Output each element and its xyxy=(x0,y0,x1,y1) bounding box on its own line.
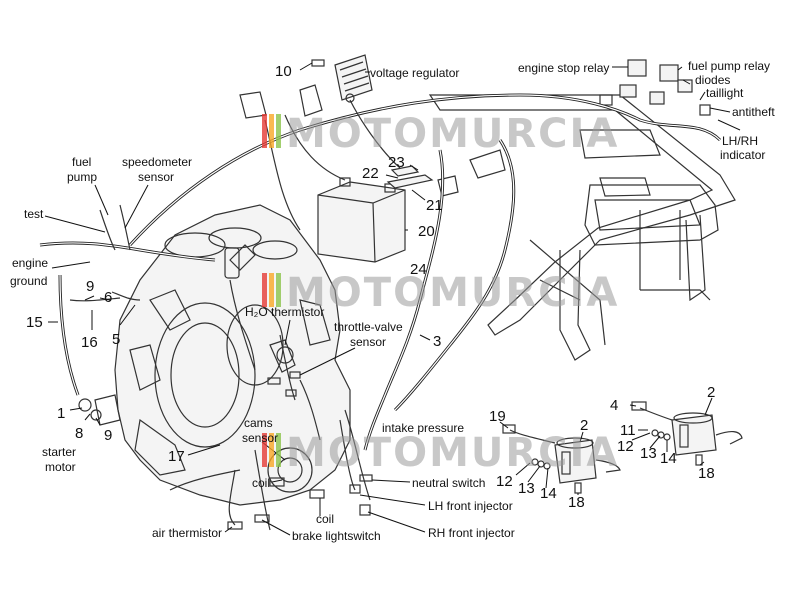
label-fuel-pump-relay: fuel pump relay xyxy=(688,59,770,73)
part-number-17: 17 xyxy=(168,448,185,465)
part-number-3: 3 xyxy=(433,333,441,350)
part-number-12-left: 12 xyxy=(496,473,513,490)
watermark-2: MOTOMURCIA xyxy=(262,270,619,316)
wiring-harness xyxy=(39,93,722,531)
part-labels: voltage regulator engine stop relay fuel… xyxy=(10,59,775,543)
watermark-text: MOTOMURCIA xyxy=(286,111,619,157)
engine-block xyxy=(78,204,351,506)
label-lh-rh: LH/RH xyxy=(722,134,758,148)
label-antitheft: antitheft xyxy=(732,105,775,119)
label-speedometer: speedometer xyxy=(122,155,192,169)
label-intake-pressure: intake pressure xyxy=(382,421,464,435)
label-pump: pump xyxy=(67,170,97,184)
label-cams: cams xyxy=(244,416,273,430)
watermark-stripe xyxy=(269,433,274,467)
label-taillight: taillight xyxy=(706,86,744,100)
part-number-14-right: 14 xyxy=(660,450,677,467)
part-number-21: 21 xyxy=(426,197,443,214)
label-starter: starter xyxy=(42,445,76,459)
watermark-stripe xyxy=(276,433,281,467)
part-number-1: 1 xyxy=(57,405,65,422)
label-engine-stop-relay: engine stop relay xyxy=(518,61,609,75)
watermark-stripe xyxy=(262,114,267,148)
label-h2o-thermistor: H₂O thermistor xyxy=(245,305,324,319)
ignition-coil-left xyxy=(502,424,621,494)
label-sensor: sensor xyxy=(138,170,174,184)
part-number-10: 10 xyxy=(275,63,292,80)
label-brake-lightswitch: brake lightswitch xyxy=(292,529,381,543)
part-number-2-left: 2 xyxy=(580,417,588,434)
part-number-4: 4 xyxy=(610,397,618,414)
part-number-20: 20 xyxy=(418,223,435,240)
label-cams-sensor: sensor xyxy=(242,431,278,445)
part-number-13-left: 13 xyxy=(518,480,535,497)
watermark-text: MOTOMURCIA xyxy=(286,270,619,316)
part-numbers: 10 23 22 21 20 24 9 6 15 16 5 3 1 8 9 17… xyxy=(26,63,715,511)
label-fuel: fuel xyxy=(72,155,91,169)
watermark-stripe xyxy=(269,273,274,307)
part-number-5: 5 xyxy=(112,331,120,348)
part-number-16: 16 xyxy=(81,334,98,351)
part-number-8: 8 xyxy=(75,425,83,442)
label-ground: ground xyxy=(10,274,47,288)
part-number-2-right: 2 xyxy=(707,384,715,401)
battery xyxy=(317,177,406,263)
part-number-6: 6 xyxy=(104,289,112,306)
part-number-24: 24 xyxy=(410,261,427,278)
part-number-13-right: 13 xyxy=(640,445,657,462)
label-voltage-regulator: voltage regulator xyxy=(370,66,459,80)
watermark-stripe xyxy=(262,273,267,307)
label-coil-b: coil xyxy=(316,512,334,526)
watermark-stripe xyxy=(269,114,274,148)
watermark-stripe xyxy=(262,433,267,467)
voltage-regulator xyxy=(239,54,373,119)
ignition-coil-right xyxy=(631,401,743,466)
battery-strap xyxy=(386,165,434,189)
part-number-11: 11 xyxy=(620,422,636,439)
watermark-stripe xyxy=(276,273,281,307)
label-air-thermistor: air thermistor xyxy=(152,526,222,540)
watermark-stripe xyxy=(276,114,281,148)
label-motor: motor xyxy=(45,460,76,474)
part-number-9-top: 9 xyxy=(86,278,94,295)
part-number-12-right: 12 xyxy=(617,438,634,455)
label-lh-front-injector: LH front injector xyxy=(428,499,513,513)
label-indicator: indicator xyxy=(720,148,765,162)
label-diodes: diodes xyxy=(695,73,730,87)
watermark-text: MOTOMURCIA xyxy=(286,430,619,476)
relays xyxy=(437,59,711,197)
label-throttle-valve: throttle-valve xyxy=(334,320,403,334)
label-rh-front-injector: RH front injector xyxy=(428,526,515,540)
part-number-14-left: 14 xyxy=(540,485,557,502)
part-number-23: 23 xyxy=(388,154,405,171)
part-number-9-bottom: 9 xyxy=(104,427,112,444)
part-number-15: 15 xyxy=(26,314,43,331)
part-number-19: 19 xyxy=(489,408,506,425)
frame xyxy=(428,94,736,361)
label-throttle-sensor: sensor xyxy=(350,335,386,349)
part-number-18-left: 18 xyxy=(568,494,585,511)
label-engine: engine xyxy=(12,256,48,270)
leader-lines xyxy=(44,62,741,536)
label-neutral-switch: neutral switch xyxy=(412,476,485,490)
part-number-22: 22 xyxy=(362,165,379,182)
watermark-3: MOTOMURCIA xyxy=(262,430,619,476)
label-test: test xyxy=(24,207,44,221)
sensors xyxy=(227,346,373,530)
part-number-18-right: 18 xyxy=(698,465,715,482)
watermark-1: MOTOMURCIA xyxy=(262,111,619,157)
label-coil-a: coil xyxy=(252,476,270,490)
